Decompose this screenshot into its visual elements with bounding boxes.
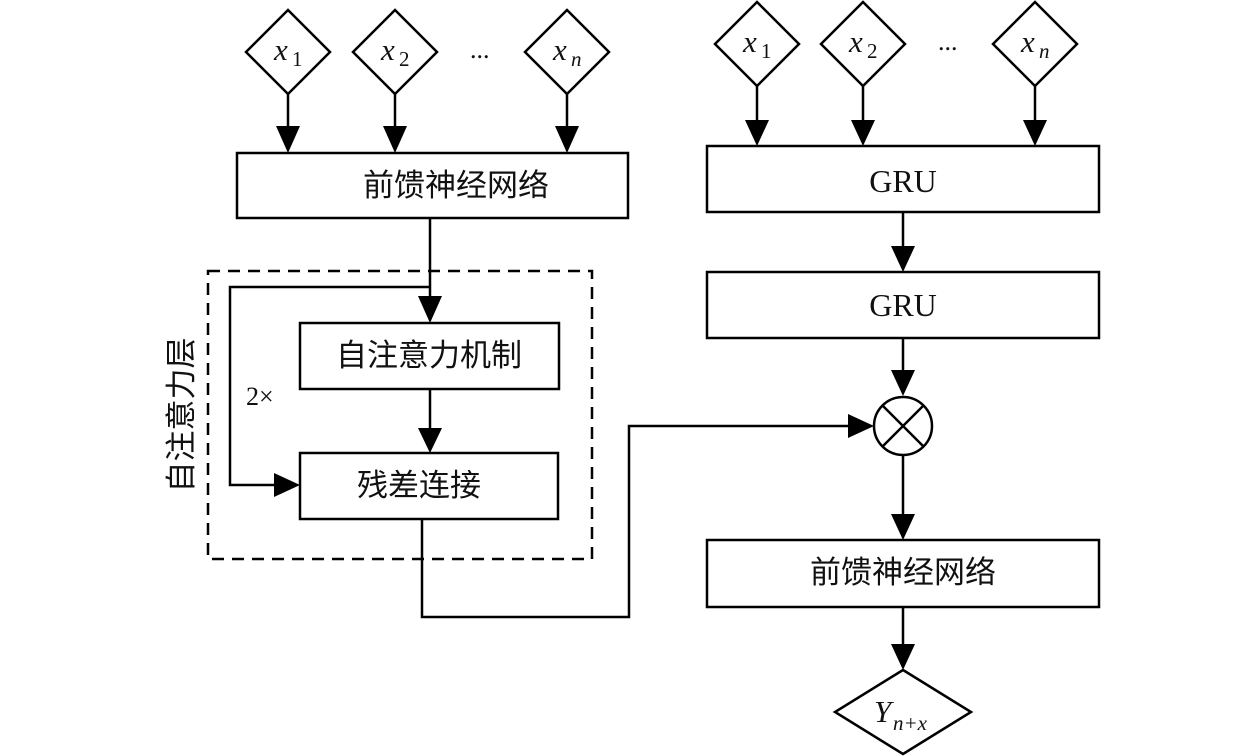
output-y: Y n+x bbox=[832, 668, 974, 756]
svg-text:2: 2 bbox=[867, 39, 878, 63]
residual-skip-line bbox=[228, 285, 430, 487]
arrow-into-residual bbox=[274, 473, 300, 497]
right-input-arrows bbox=[745, 86, 1047, 146]
svg-text:x: x bbox=[552, 32, 567, 67]
right-ellipsis: ... bbox=[938, 27, 958, 56]
svg-text:GRU: GRU bbox=[869, 287, 937, 323]
svg-text:1: 1 bbox=[292, 47, 303, 71]
svg-text:2: 2 bbox=[399, 47, 410, 71]
svg-text:n: n bbox=[1039, 39, 1050, 63]
svg-text:n: n bbox=[571, 47, 582, 71]
arrow-into-multiply-top bbox=[891, 370, 915, 396]
attention-layer-label: 自注意力层 bbox=[164, 338, 200, 493]
svg-text:x: x bbox=[273, 32, 288, 67]
svg-text:x: x bbox=[848, 24, 863, 59]
arrow-into-multiply-left bbox=[848, 414, 874, 438]
arrow-into-gru2 bbox=[891, 246, 915, 272]
svg-text:n+x: n+x bbox=[893, 711, 928, 735]
svg-text:x: x bbox=[1020, 24, 1035, 59]
gru-block-1: GRU bbox=[705, 144, 1101, 214]
svg-text:x: x bbox=[380, 32, 395, 67]
left-input-x1: x 1 bbox=[244, 8, 332, 96]
svg-text:1: 1 bbox=[761, 39, 772, 63]
svg-text:前馈神经网络: 前馈神经网络 bbox=[363, 168, 549, 204]
svg-text:残差连接: 残差连接 bbox=[357, 468, 481, 504]
left-ellipsis: ... bbox=[470, 35, 490, 64]
svg-text:x: x bbox=[742, 24, 757, 59]
right-input-xn: x n bbox=[991, 0, 1079, 88]
attention-layer-group bbox=[206, 269, 594, 561]
self-attention-block: 自注意力机制 bbox=[298, 321, 561, 391]
right-input-x1: x 1 bbox=[713, 0, 801, 88]
residual-block: 残差连接 bbox=[298, 451, 560, 521]
left-ffn-block: 前馈神经网络 bbox=[235, 151, 630, 220]
left-input-x2: x 2 bbox=[351, 8, 439, 96]
right-ffn-block: 前馈神经网络 bbox=[705, 538, 1101, 609]
svg-text:Y: Y bbox=[874, 694, 894, 729]
left-input-xn: x n bbox=[523, 8, 611, 96]
arrow-into-self-attention bbox=[418, 296, 442, 323]
multiply-node bbox=[872, 395, 934, 457]
repeat-label: 2× bbox=[246, 382, 274, 411]
residual-to-multiply-line bbox=[420, 424, 850, 619]
arrow-attention-to-residual bbox=[418, 428, 442, 453]
gru-block-2: GRU bbox=[705, 270, 1101, 340]
right-input-x2: x 2 bbox=[819, 0, 907, 88]
svg-text:自注意力机制: 自注意力机制 bbox=[336, 338, 522, 374]
svg-text:前馈神经网络: 前馈神经网络 bbox=[810, 555, 996, 591]
svg-text:GRU: GRU bbox=[869, 163, 937, 199]
left-input-arrows bbox=[276, 94, 579, 153]
arrow-into-right-ffn bbox=[891, 514, 915, 540]
arrow-into-output bbox=[891, 644, 915, 670]
